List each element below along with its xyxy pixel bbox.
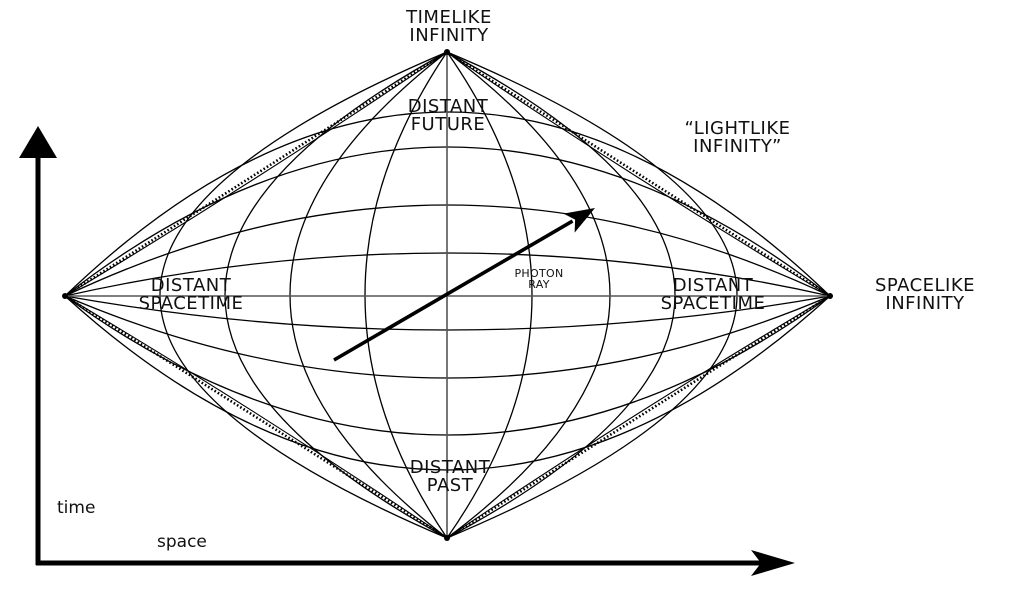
infinity-point [444,535,450,541]
constant-space-curve [364,51,448,539]
distant-future-label: DISTANT FUTURE [407,96,489,135]
axes [19,126,795,576]
constant-space-curve [289,51,448,539]
constant-space-curve [159,51,448,539]
distant-past-label: DISTANT PAST [409,457,491,496]
constant-space-curve [446,51,738,539]
lightlike-edge [446,294,831,540]
space-axis-label: space [157,532,207,552]
spacelike-infinity-label: SPACELIKE INFINITY [874,275,976,314]
lightlike-infinity-label: “LIGHTLIKE INFINITY” [684,118,791,157]
near-boundary-curve [64,295,448,539]
distant-spacetime-left-label: DISTANT SPACETIME [138,275,244,314]
timelike-infinity-label: TIMELIKE INFINITY [406,7,492,46]
photon-ray-arrowhead [563,208,595,233]
time-axis-arrowhead [19,126,57,158]
space-axis-arrowhead [751,550,795,576]
infinity-point [62,293,68,299]
lightlike-boundary [64,50,831,540]
near-boundary-curve [64,51,448,297]
photon-ray-arrow [333,208,595,362]
photon-ray-line [333,219,574,362]
near-boundary-curve [446,51,831,297]
photon-ray-label: PHOTON RAY [514,267,564,291]
infinity-point [444,49,450,55]
lightlike-edge [64,50,448,298]
infinity-points [62,49,833,541]
infinity-point [827,293,833,299]
constant-space-curve [446,51,611,539]
distant-spacetime-right-label: DISTANT SPACETIME [660,275,766,314]
lightlike-edge [64,294,448,540]
time-axis-label: time [57,498,96,518]
constant-space-curve [446,51,533,539]
near-boundary-curve [446,295,831,539]
